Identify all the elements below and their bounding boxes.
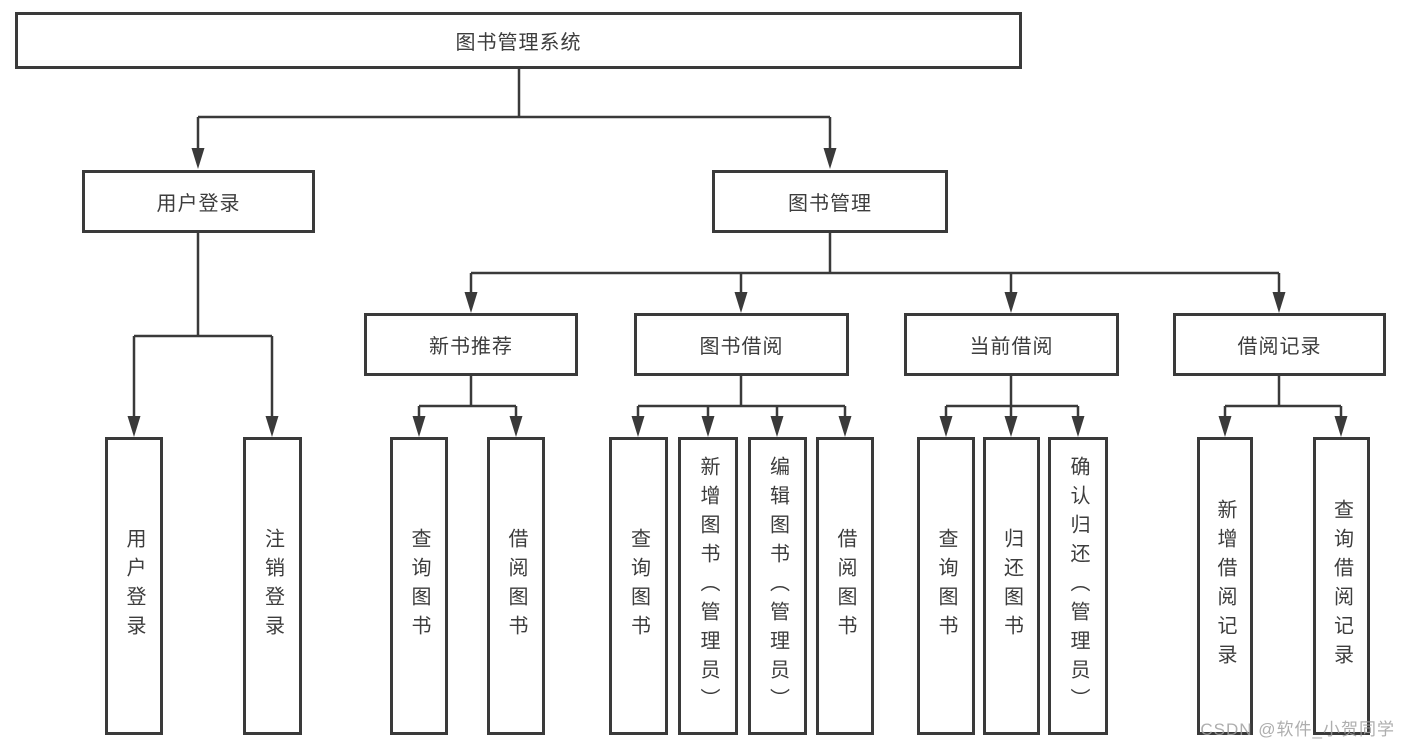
node-edit-book-admin: 编辑图书（管理员） — [748, 437, 807, 735]
node-label: 注销登录 — [261, 528, 284, 644]
node-label: 查询图书 — [935, 528, 957, 644]
node-label: 编辑图书（管理员） — [766, 455, 789, 717]
node-new-book-recommendation: 新书推荐 — [364, 313, 578, 376]
csdn-watermark: CSDN @软件_小贺同学 — [1200, 720, 1395, 739]
node-label: 当前借阅 — [969, 336, 1054, 358]
node-logout-login: 注销登录 — [243, 437, 302, 735]
node-book-management: 图书管理 — [712, 170, 948, 233]
node-label: 借阅图书 — [505, 528, 527, 644]
node-add-book-admin: 新增图书（管理员） — [678, 437, 738, 735]
node-label: 图书管理 — [788, 193, 872, 215]
node-label: 图书管理系统 — [455, 32, 582, 54]
node-label: 新书推荐 — [429, 336, 513, 358]
node-query-borrowing-record: 查询借阅记录 — [1313, 437, 1370, 735]
node-current-borrowing: 当前借阅 — [904, 313, 1119, 376]
node-query-books-recommend: 查询图书 — [390, 437, 448, 735]
node-label: 查询借阅记录 — [1330, 499, 1353, 673]
node-label: 查询图书 — [627, 528, 650, 644]
arrowheads — [127, 148, 1348, 437]
node-label: 新增借阅记录 — [1214, 499, 1236, 673]
node-label: 归还图书 — [1000, 528, 1023, 644]
node-borrow-books: 借阅图书 — [816, 437, 874, 735]
node-label: 新增图书（管理员） — [697, 455, 719, 717]
node-label: 图书借阅 — [699, 336, 784, 358]
node-confirm-return-admin: 确认归还（管理员） — [1048, 437, 1108, 735]
node-user-login-group: 用户登录 — [82, 170, 315, 233]
node-label: 查询图书 — [408, 528, 430, 644]
node-label: 借阅图书 — [834, 528, 856, 644]
node-user-login: 用户登录 — [105, 437, 163, 735]
node-borrow-books-recommend: 借阅图书 — [487, 437, 545, 735]
node-label: 用户登录 — [123, 528, 145, 644]
node-borrowing-records: 借阅记录 — [1173, 313, 1386, 376]
node-return-book: 归还图书 — [983, 437, 1040, 735]
node-library-management-system: 图书管理系统 — [15, 12, 1022, 69]
node-add-borrowing-record: 新增借阅记录 — [1197, 437, 1253, 735]
node-query-books-borrow: 查询图书 — [609, 437, 668, 735]
node-book-borrowing: 图书借阅 — [634, 313, 849, 376]
node-label: 借阅记录 — [1237, 336, 1322, 358]
node-label: 确认归还（管理员） — [1067, 455, 1089, 717]
node-label: 用户登录 — [156, 193, 241, 215]
node-query-books-current: 查询图书 — [917, 437, 975, 735]
